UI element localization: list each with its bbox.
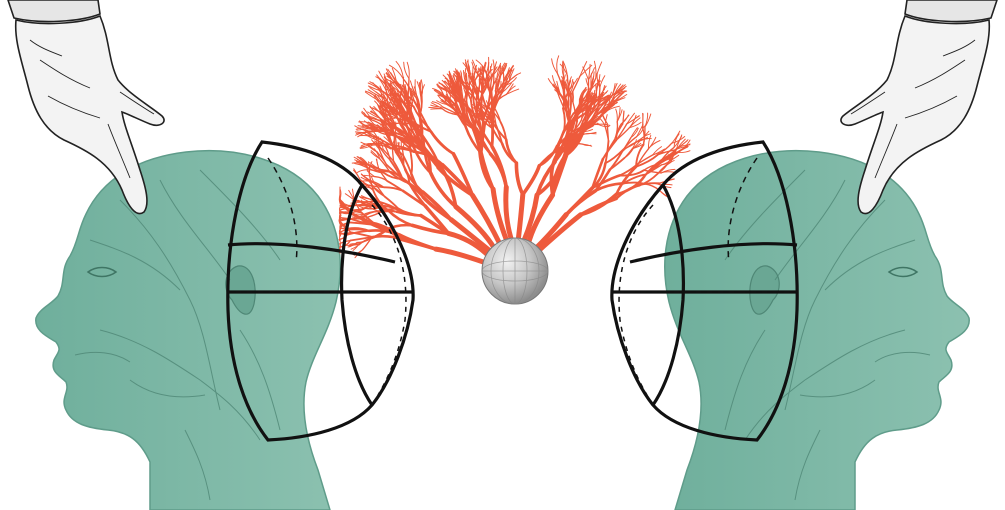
- left-frame-dashed-right: [372, 205, 406, 395]
- branch-stroke: [616, 109, 618, 122]
- left-head: [36, 151, 340, 510]
- right-head: [665, 151, 969, 510]
- left-head-silhouette: [36, 151, 340, 510]
- branch-stroke: [436, 249, 486, 263]
- branch-stroke: [643, 128, 645, 145]
- branch-stroke: [387, 181, 403, 191]
- branch-stroke: [596, 62, 602, 78]
- left-hand-illustration: [8, 0, 164, 214]
- branch-stroke: [573, 91, 574, 103]
- branch-stroke: [506, 187, 512, 241]
- branch-stroke: [648, 141, 660, 149]
- right-head-silhouette: [665, 151, 969, 510]
- branch-stroke: [581, 198, 617, 214]
- central-branching-network: [339, 56, 690, 263]
- branch-stroke: [411, 155, 412, 174]
- branch-stroke: [516, 163, 522, 195]
- left-hand-cuff: [8, 0, 100, 21]
- right-hand-cuff: [905, 0, 997, 21]
- central-sphere: [482, 238, 548, 304]
- branch-stroke: [658, 143, 672, 155]
- branch-stroke: [389, 65, 403, 79]
- branch-stroke: [594, 61, 596, 78]
- branch-stroke: [518, 195, 523, 242]
- right-hand-illustration: [841, 0, 997, 214]
- branch-stroke: [563, 108, 565, 130]
- branch-stroke: [557, 56, 559, 74]
- right-frame-dashed-right: [619, 205, 653, 395]
- branch-stroke: [600, 76, 605, 88]
